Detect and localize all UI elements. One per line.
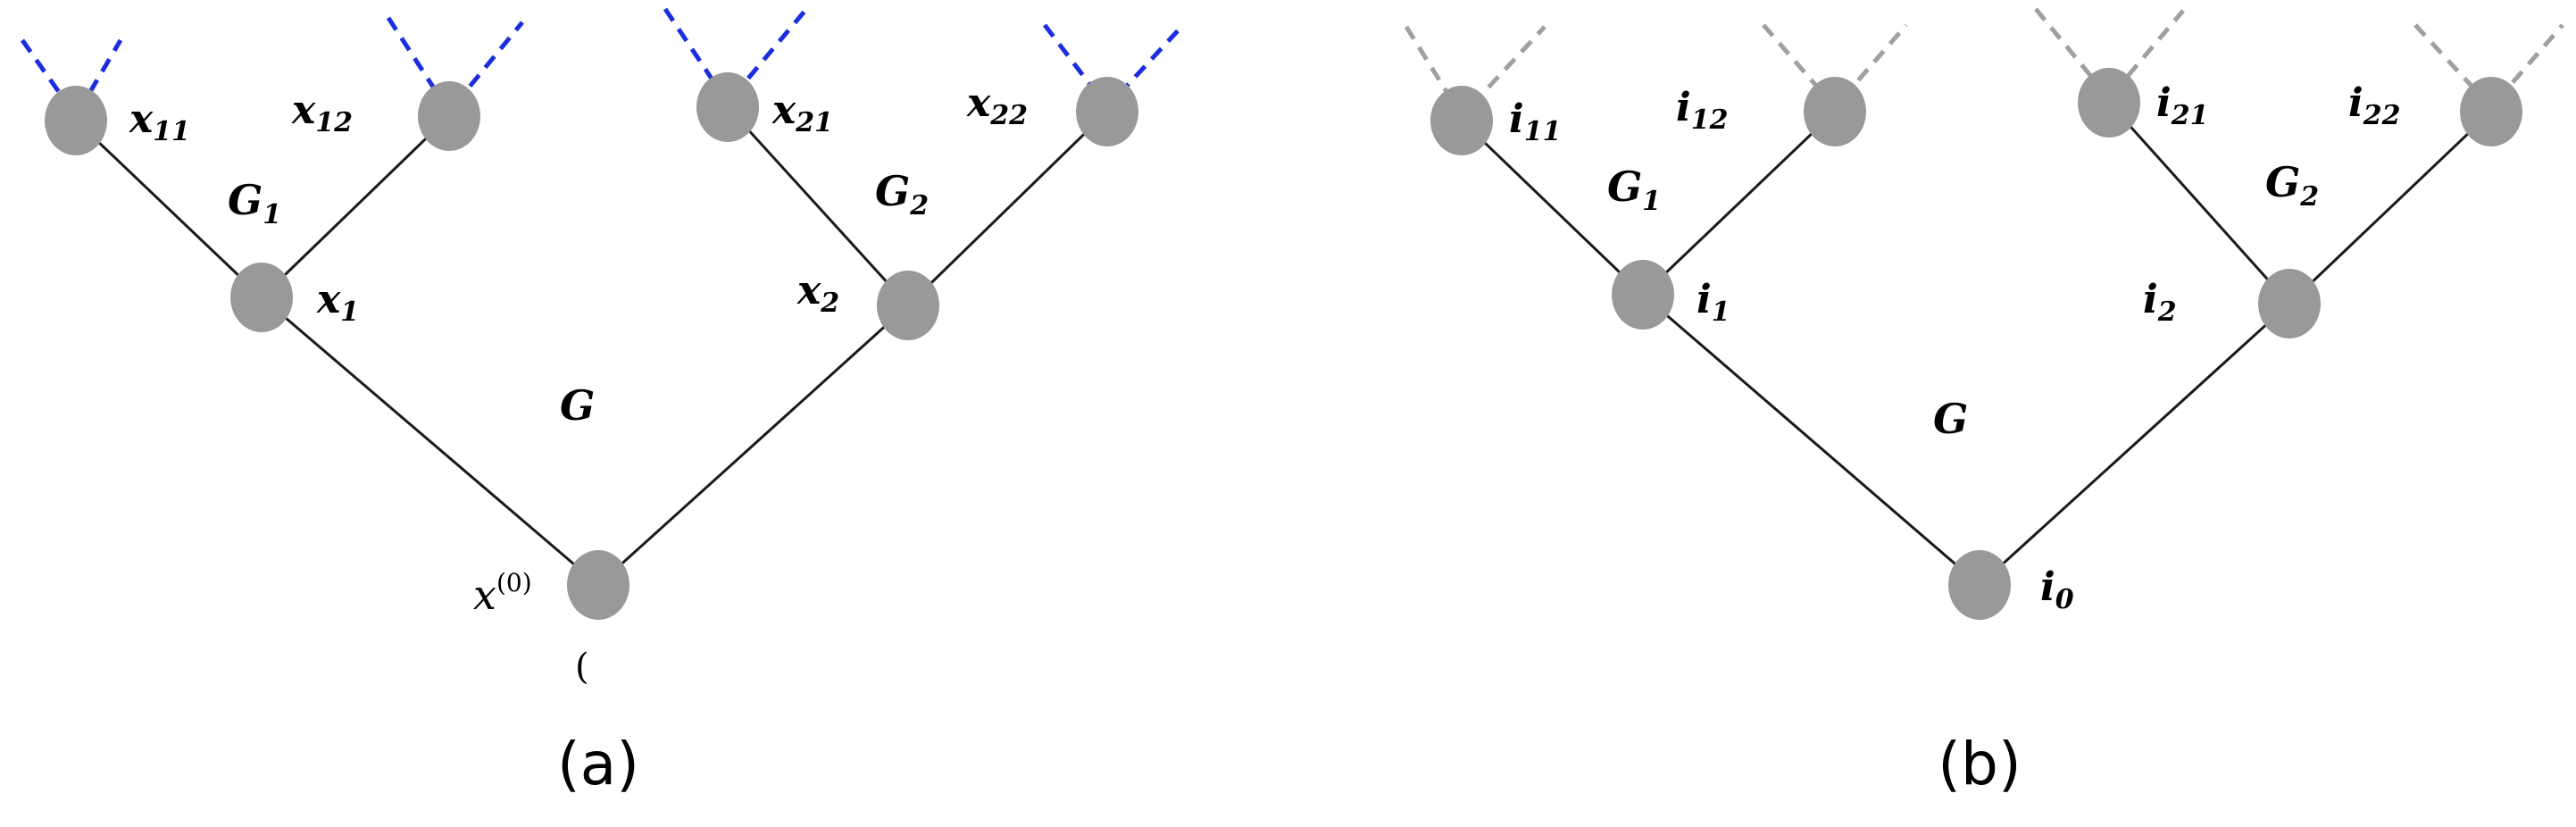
caption-a: (a) xyxy=(557,730,639,798)
label-x12: x12 xyxy=(291,88,353,138)
edge-i1-to-i11 xyxy=(1460,119,1645,297)
label-x1: x1 xyxy=(316,277,359,328)
edge-root-to-x2 xyxy=(596,304,910,587)
label-i21: i21 xyxy=(2156,80,2208,131)
panel-a: x11 x12 x21 x22 G1 G2 x1 x2 G x(0) ( (a) xyxy=(20,5,1185,798)
stray-paren-mark: ( xyxy=(575,647,589,688)
label-G-b: G xyxy=(1933,395,1968,443)
label-G2-b: G2 xyxy=(2265,158,2319,213)
node-i21 xyxy=(2078,68,2140,138)
node-x22 xyxy=(1076,77,1138,146)
node-i11 xyxy=(1430,86,1493,155)
label-G1-b: G1 xyxy=(1607,163,1661,217)
dashed-continuation-i22 xyxy=(2413,23,2564,111)
node-x12 xyxy=(418,81,480,151)
label-G2-a: G2 xyxy=(875,167,929,221)
label-i2: i2 xyxy=(2143,277,2177,328)
edge-x2-to-x21 xyxy=(726,105,910,307)
label-i11: i11 xyxy=(1509,96,1561,147)
dashed-continuation-x21 xyxy=(663,5,810,107)
edge-x2-to-x22 xyxy=(906,110,1109,307)
caption-b: (b) xyxy=(1938,730,2021,798)
label-x21: x21 xyxy=(771,88,833,138)
edge-i0-to-i2 xyxy=(1978,302,2291,587)
label-G1-a: G1 xyxy=(228,176,281,230)
edge-x1-to-x12 xyxy=(260,114,451,299)
label-G-a: G xyxy=(560,381,595,430)
node-x21 xyxy=(696,72,759,142)
label-x2: x2 xyxy=(796,268,839,319)
node-root-a xyxy=(567,550,629,620)
dashed-continuation-x11 xyxy=(20,38,123,121)
dashed-continuation-x12 xyxy=(386,16,524,116)
edge-root-to-x1 xyxy=(261,296,599,587)
node-i12 xyxy=(1804,77,1866,146)
label-i0: i0 xyxy=(2040,564,2074,615)
node-i1 xyxy=(1612,260,1674,330)
edge-i2-to-i21 xyxy=(2107,101,2291,305)
node-i0 xyxy=(1948,550,2011,620)
label-x11: x11 xyxy=(129,96,190,147)
edge-i0-to-i1 xyxy=(1642,293,1980,587)
node-i22 xyxy=(2460,77,2522,146)
node-x2 xyxy=(877,271,939,340)
node-i2 xyxy=(2258,269,2321,338)
label-x22: x22 xyxy=(966,80,1028,131)
label-i22: i22 xyxy=(2348,80,2400,131)
edge-i2-to-i22 xyxy=(2288,110,2493,305)
label-i12: i12 xyxy=(1676,85,1728,136)
label-i1: i1 xyxy=(1696,277,1730,328)
node-x11 xyxy=(45,86,107,155)
edge-x1-to-x11 xyxy=(74,119,263,299)
node-x1 xyxy=(230,263,293,332)
label-root-a: x(0) xyxy=(473,568,532,619)
edge-i1-to-i12 xyxy=(1641,110,1837,297)
panel-b: i11 i12 i21 i22 G1 G2 i1 i2 G i0 (b) xyxy=(1404,7,2564,798)
